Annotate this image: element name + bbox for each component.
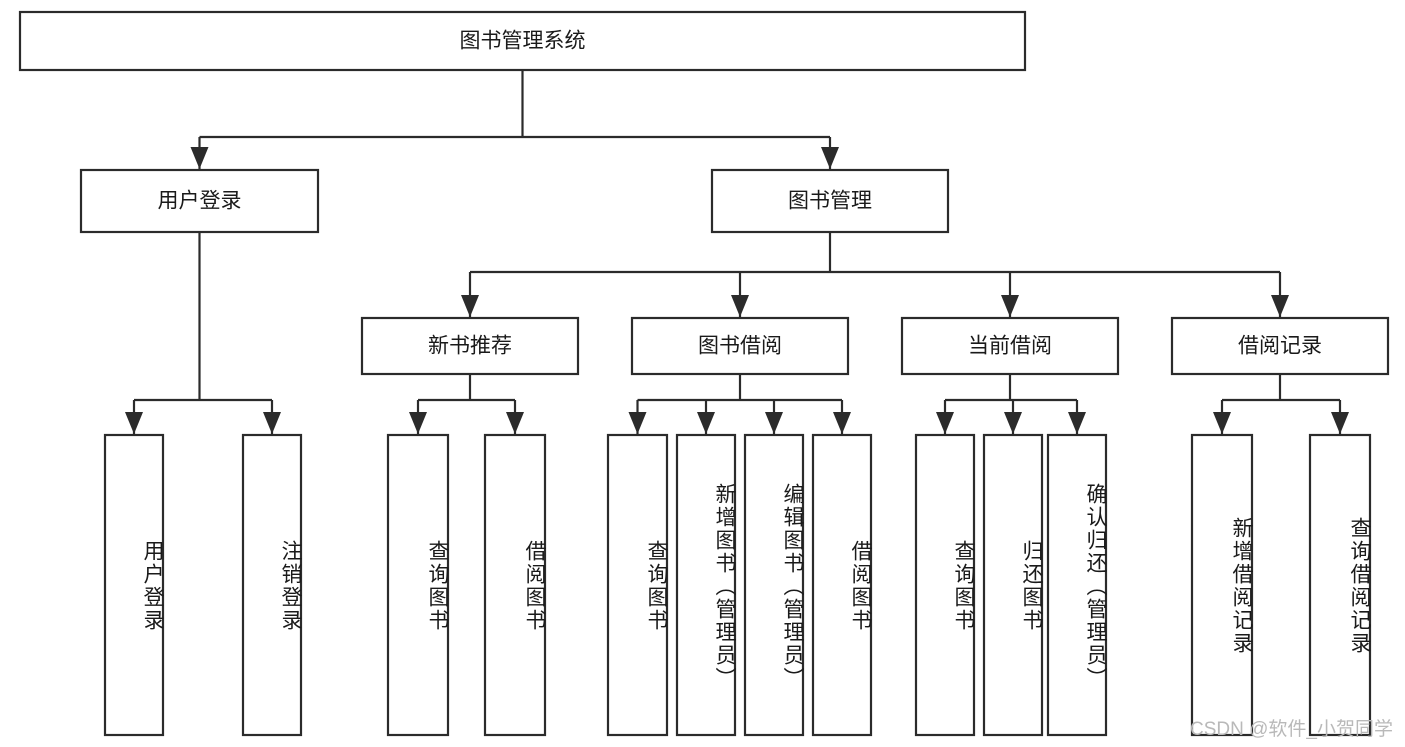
node-l3-label-1: 图书借阅 [698, 335, 782, 358]
node-l2-label-1: 图书管理 [788, 190, 872, 213]
node-l3-3 [1170, 316, 1390, 376]
arrow-l2-to-l3-2 [1001, 295, 1019, 317]
arrow-leaf-7 [833, 412, 851, 434]
arrow-leaf-9 [1004, 412, 1022, 434]
node-leaf-3 [483, 433, 547, 737]
node-leaf-5 [675, 433, 737, 737]
csdn-watermark: CSDN @软件_小贺同学 [1190, 719, 1393, 740]
node-l2-0 [79, 168, 320, 234]
node-leaf-0 [103, 433, 165, 737]
arrow-l2-to-l3-1 [731, 295, 749, 317]
node-leaf-8 [914, 433, 976, 737]
node-leaf-6 [743, 433, 805, 737]
node-leaf-1 [241, 433, 303, 737]
arrow-leaf-4 [628, 412, 647, 434]
node-l2-1 [710, 168, 950, 234]
arrow-leaf-6 [765, 412, 783, 434]
arrow-root-to-l2-0 [190, 147, 209, 169]
arrow-leaf-0 [125, 412, 143, 434]
node-leaf-9 [982, 433, 1044, 737]
node-boxes [18, 10, 1390, 737]
node-leaf-7 [811, 433, 873, 737]
node-leaf-4 [606, 433, 669, 737]
node-leaf-2 [386, 433, 450, 737]
arrow-l2-to-l3-0 [461, 295, 479, 317]
arrow-leaf-8 [936, 412, 954, 434]
node-root [18, 10, 1027, 72]
node-l3-label-2: 当前借阅 [968, 335, 1052, 358]
node-leaf-10 [1046, 433, 1108, 737]
arrow-l2-to-l3-3 [1271, 295, 1289, 317]
node-leaf-11 [1190, 433, 1254, 737]
arrow-leaf-11 [1213, 412, 1231, 434]
arrow-root-to-l2-1 [821, 147, 839, 169]
arrow-leaf-10 [1068, 412, 1086, 434]
node-l3-label-0: 新书推荐 [428, 335, 512, 358]
connector-lines [125, 70, 1349, 434]
arrow-leaf-1 [263, 412, 281, 434]
node-l3-label-3: 借阅记录 [1238, 335, 1322, 358]
node-root-label: 图书管理系统 [460, 30, 586, 53]
arrow-leaf-12 [1331, 412, 1349, 434]
node-leaf-12 [1308, 433, 1372, 737]
node-l2-label-0: 用户登录 [158, 190, 242, 213]
arrow-leaf-3 [506, 412, 524, 434]
node-l3-0 [360, 316, 580, 376]
arrow-leaf-2 [409, 412, 427, 434]
node-l3-2 [900, 316, 1120, 376]
node-l3-1 [630, 316, 850, 376]
arrow-leaf-5 [697, 412, 715, 434]
